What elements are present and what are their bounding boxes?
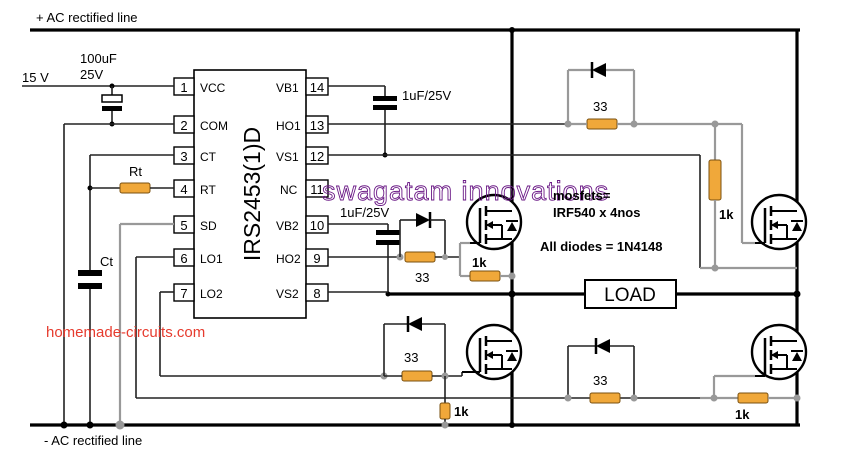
vcc-capacitor-negative-plate bbox=[102, 106, 122, 111]
gate-diode-ho2 bbox=[416, 213, 430, 227]
pin-name: VS1 bbox=[276, 150, 299, 164]
junction bbox=[630, 394, 638, 402]
boot-capacitor-1-plate bbox=[373, 96, 397, 101]
pulldown-resistor-lo1-value: 1k bbox=[735, 407, 750, 422]
gate-resistor-ho2 bbox=[404, 251, 436, 263]
gate-resistor-ho1-value: 33 bbox=[593, 99, 607, 114]
mosfet-left-low bbox=[462, 323, 523, 381]
rt-resistor bbox=[119, 182, 151, 194]
ct-capacitor-plate bbox=[78, 270, 102, 276]
junction bbox=[509, 422, 515, 428]
pin-number: 14 bbox=[310, 80, 324, 95]
boot-capacitor-1-label: 1uF/25V bbox=[402, 88, 451, 103]
vcc-supply-label: 15 V bbox=[22, 70, 49, 85]
ct-capacitor-plate bbox=[78, 283, 102, 289]
positive-rail-label: + AC rectified line bbox=[36, 10, 138, 25]
negative-rail-label: - AC rectified line bbox=[44, 433, 142, 448]
pin-name: HO1 bbox=[276, 119, 301, 133]
load-box bbox=[584, 279, 677, 309]
vcc-capacitor-value: 100uF bbox=[80, 51, 117, 66]
pulldown-resistor-lo2 bbox=[439, 402, 451, 420]
junction bbox=[630, 120, 638, 128]
pin-name: VCC bbox=[200, 81, 226, 95]
pin-number: 3 bbox=[180, 149, 187, 164]
pulldown-resistor-ho1-value: 1k bbox=[719, 207, 734, 222]
ic-left-pins: 1 VCC 2 COM 3 CT 4 RT 5 SD 6 LO1 7 LO2 bbox=[173, 77, 228, 302]
pulldown-resistor-ho2 bbox=[469, 270, 501, 282]
junction bbox=[115, 420, 125, 430]
gate-diode-lo2 bbox=[408, 317, 422, 331]
mosfet-left-high bbox=[465, 193, 523, 251]
gate-resistor-lo1-value: 33 bbox=[593, 373, 607, 388]
boot-capacitor-2-plate bbox=[376, 240, 400, 245]
pulldown-resistor-ho2-value: 1k bbox=[472, 255, 487, 270]
pin-name: VS2 bbox=[276, 287, 299, 301]
site-label: homemade-circuits.com bbox=[46, 324, 205, 341]
mosfet-right-low bbox=[750, 323, 808, 381]
gate-diode-ho1 bbox=[592, 63, 606, 77]
junction bbox=[564, 394, 572, 402]
pin-name: HO2 bbox=[276, 252, 301, 266]
note-diodes: All diodes = 1N4148 bbox=[540, 239, 662, 254]
pin-name: LO1 bbox=[200, 252, 223, 266]
gate-resistor-lo2-value: 33 bbox=[404, 350, 418, 365]
vcc-capacitor-positive-plate bbox=[101, 94, 123, 103]
pin-number: 8 bbox=[313, 286, 320, 301]
pin-number: 1 bbox=[180, 80, 187, 95]
junction bbox=[441, 421, 449, 429]
vcc-capacitor-voltage: 25V bbox=[80, 67, 103, 82]
watermark: swagatam innovations bbox=[322, 176, 609, 206]
pin-name: RT bbox=[200, 183, 216, 197]
boot-capacitor-2-plate bbox=[376, 230, 400, 235]
pin-number: 10 bbox=[310, 218, 324, 233]
pin-name: CT bbox=[200, 150, 217, 164]
gate-resistor-lo2 bbox=[401, 370, 433, 382]
pin-number: 12 bbox=[310, 149, 324, 164]
mosfet-right-high bbox=[750, 193, 808, 251]
ct-label: Ct bbox=[100, 254, 113, 269]
junction bbox=[793, 394, 801, 402]
pulldown-resistor-lo1 bbox=[737, 392, 769, 404]
junction bbox=[508, 290, 516, 298]
gate-resistor-ho2-value: 33 bbox=[415, 270, 429, 285]
pulldown-resistor-lo2-value: 1k bbox=[454, 404, 469, 419]
junction bbox=[442, 254, 448, 260]
pin-name: SD bbox=[200, 219, 217, 233]
pin-name: LO2 bbox=[200, 287, 223, 301]
pin-number: 7 bbox=[180, 286, 187, 301]
pin-name: NC bbox=[280, 183, 298, 197]
note-mosfet-type: IRF540 x 4nos bbox=[553, 205, 640, 220]
pin-number: 2 bbox=[180, 118, 187, 133]
pin-name: VB2 bbox=[276, 219, 299, 233]
ic-part-number: IRS2453(1)D bbox=[239, 127, 265, 261]
gate-resistor-lo1 bbox=[589, 392, 621, 404]
pin-name: COM bbox=[200, 119, 228, 133]
pin-number: 11 bbox=[310, 182, 324, 197]
junction bbox=[86, 421, 94, 429]
boot-capacitor-1-plate bbox=[373, 105, 397, 110]
gate-resistor-ho1 bbox=[586, 118, 618, 130]
pulldown-resistor-ho1 bbox=[708, 159, 722, 201]
note-mosfets: mosfets= bbox=[553, 188, 611, 203]
junction bbox=[509, 27, 515, 33]
junction bbox=[60, 421, 68, 429]
load-label: LOAD bbox=[604, 285, 656, 306]
pin-number: 13 bbox=[310, 118, 324, 133]
junction bbox=[508, 272, 516, 280]
gate-diode-lo1 bbox=[596, 339, 610, 353]
pin-number: 5 bbox=[180, 218, 187, 233]
boot-capacitor-2-label: 1uF/25V bbox=[340, 205, 389, 220]
rt-label: Rt bbox=[129, 164, 142, 179]
pin-name: VB1 bbox=[276, 81, 299, 95]
pin-number: 4 bbox=[180, 182, 187, 197]
junction bbox=[793, 290, 801, 298]
pin-number: 9 bbox=[313, 251, 320, 266]
pin-number: 6 bbox=[180, 251, 187, 266]
